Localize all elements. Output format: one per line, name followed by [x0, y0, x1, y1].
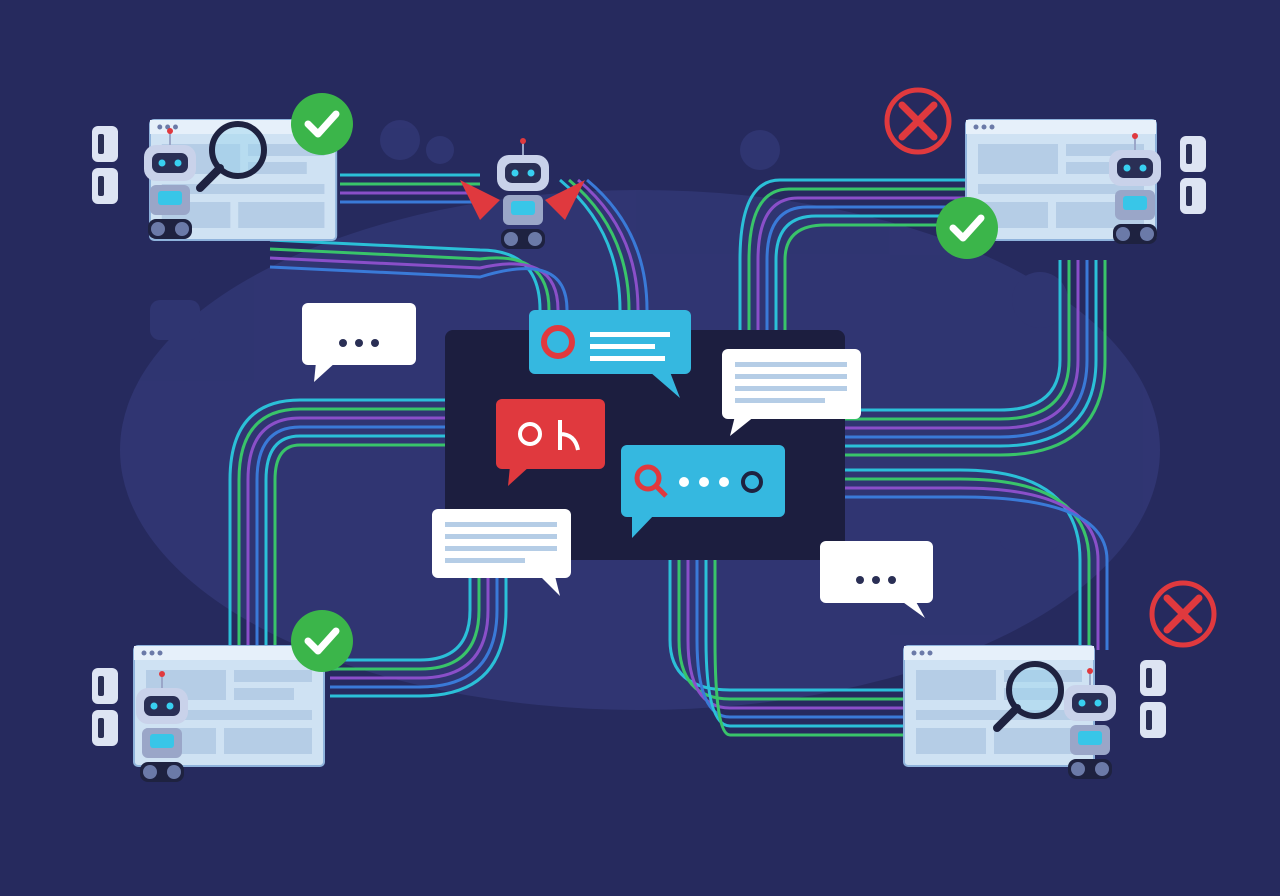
flow-line [686, 560, 904, 710]
success-check-icon [936, 197, 998, 259]
error-cross-icon [1152, 583, 1214, 645]
flow-line [568, 178, 631, 311]
flow-line [845, 477, 1091, 650]
flow-line [783, 223, 966, 330]
flow-line [228, 398, 445, 646]
flow-line [845, 260, 1107, 457]
refresh-icon [541, 325, 575, 359]
flow-line [845, 260, 1089, 439]
flow-line [577, 178, 640, 311]
flow-line [695, 560, 904, 719]
flow-line [330, 560, 472, 662]
flow-line [756, 196, 966, 330]
flow-line [330, 560, 490, 680]
agent-top-center [460, 137, 585, 250]
flow-line [845, 260, 1062, 412]
flow-line [845, 260, 1071, 421]
flow-line [668, 560, 904, 692]
chat-bubble-ellipsis [302, 303, 416, 382]
flow-line [747, 187, 966, 330]
success-check-icon [291, 610, 353, 672]
flow-line [713, 560, 904, 737]
chat-bubble-text [432, 509, 571, 596]
ellipsis-icon [339, 339, 379, 347]
flow-line [246, 416, 445, 646]
flow-line [264, 434, 445, 646]
agent-top-right [965, 119, 1206, 245]
flow-line [330, 560, 481, 671]
flow-line [269, 265, 569, 330]
error-cross-icon [887, 90, 949, 152]
chat-bubble-search [621, 445, 785, 538]
flow-lines [228, 173, 1109, 737]
agent-bottom-right [903, 645, 1166, 780]
flow-line [738, 178, 966, 330]
flow-line [845, 260, 1098, 448]
gear-icon [741, 471, 763, 493]
flow-line [774, 214, 966, 330]
chat-bubble-merge [496, 399, 605, 486]
flow-line [765, 205, 966, 330]
flow-line [845, 495, 1109, 650]
chat-bubble-ellipsis [820, 541, 933, 618]
flow-line [704, 560, 904, 728]
flow-line [586, 178, 649, 311]
merge-icon [518, 420, 580, 451]
chat-bubble-refresh [529, 310, 691, 398]
flow-line [845, 486, 1100, 650]
agent-bottom-left [92, 645, 325, 783]
flow-line [677, 560, 904, 701]
flow-line [330, 560, 508, 698]
ellipsis-icon [856, 576, 896, 584]
success-check-icon [291, 93, 353, 155]
flow-line [255, 425, 445, 646]
chat-bubble-text [722, 349, 861, 436]
flow-line [330, 560, 499, 689]
flow-line [237, 407, 445, 646]
flow-line [845, 260, 1080, 430]
search-icon [634, 464, 668, 498]
flow-line [273, 443, 445, 646]
flow-line [845, 468, 1082, 650]
